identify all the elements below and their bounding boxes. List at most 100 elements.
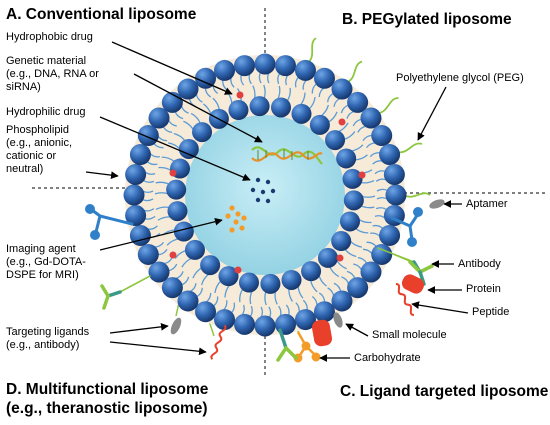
phospholipid-head — [309, 114, 330, 135]
label-aptamer: Aptamer — [466, 198, 508, 210]
label-imaging-agent-line2: (e.g., Gd-DOTA- — [6, 256, 86, 268]
label-targeting-ligands: Targeting ligands — [6, 326, 90, 338]
label-small-molecule: Small molecule — [372, 329, 447, 341]
aptamer-icon — [85, 204, 134, 240]
peg-chain — [307, 37, 317, 64]
phospholipid-head — [173, 221, 194, 242]
phospholipid-head — [385, 184, 407, 206]
peg-chain — [346, 60, 363, 84]
phospholipid-head — [271, 97, 292, 118]
hydrophobic-drug-dot — [338, 118, 346, 126]
hydrophilic-drug-dot — [260, 189, 266, 195]
phospholipid-head — [336, 148, 357, 169]
phospholipid-head — [148, 107, 170, 129]
phospholipid-head — [184, 239, 205, 260]
phospholipid-head — [195, 67, 217, 89]
label-targeting-ligands-line2: (e.g., antibody) — [6, 339, 80, 351]
phospholipid-head — [383, 164, 405, 186]
peptide-icon — [395, 282, 415, 317]
hydrophilic-drug-dot — [255, 177, 261, 183]
title-multifunctional-liposome: D. Multifunctional liposome — [6, 381, 209, 398]
label-phospholipid-line2: (e.g., anionic, — [6, 137, 73, 149]
phospholipid-head — [331, 231, 352, 252]
phospholipid-head — [166, 179, 187, 200]
label-imaging-agent-line3: DSPE for MRI) — [6, 269, 79, 281]
phospholipid-head — [137, 243, 159, 265]
hydrophilic-drug-dot — [270, 188, 276, 194]
phospholipid-head — [331, 78, 353, 100]
phospholipid-head — [148, 261, 170, 283]
hydrophobic-drug-dot — [336, 254, 344, 262]
phospholipid-head — [177, 290, 199, 312]
phospholipid-head — [347, 91, 369, 113]
small-molecule-icon — [170, 317, 182, 335]
hydrophobic-drug-dot — [234, 266, 242, 274]
phospholipid-head — [371, 125, 393, 147]
phospholipid-head — [331, 290, 353, 312]
hydrophobic-drug-dot — [358, 171, 366, 179]
hydrophobic-drugs — [169, 91, 366, 274]
phospholipid-head — [254, 315, 276, 337]
phospholipid-head — [254, 53, 276, 75]
phospholipid-head — [339, 211, 360, 232]
label-genetic-material-line2: (e.g., DNA, RNA or — [6, 68, 99, 80]
phospholipid-head — [218, 266, 239, 287]
phospholipid-head — [274, 313, 296, 335]
phospholipid-head — [342, 168, 363, 189]
phospholipid-head — [228, 100, 249, 121]
label-phospholipid-line4: neutral) — [6, 163, 44, 175]
phospholipid-head — [325, 130, 346, 151]
antibody-icon — [276, 328, 298, 362]
outer-phospholipid-heads — [123, 53, 407, 337]
hydrophobic-drug-dot — [236, 91, 244, 99]
label-carbohydrate: Carbohydrate — [354, 352, 421, 364]
imaging-agent-particles — [225, 205, 247, 233]
phospholipid-head — [260, 273, 281, 294]
phospholipid-head — [360, 261, 382, 283]
phospholipid-head — [234, 55, 256, 77]
label-protein: Protein — [466, 283, 501, 295]
phospholipid-head — [178, 138, 199, 159]
phospholipid-head — [137, 125, 159, 147]
hydrophilic-drug-dot — [265, 198, 271, 204]
protein-icon — [311, 319, 333, 347]
phospholipid-head — [192, 122, 213, 143]
phospholipid-head — [343, 190, 364, 211]
phospholipid-head — [125, 204, 147, 226]
label-peptide: Peptide — [472, 306, 510, 318]
phospholipid-head — [234, 313, 256, 335]
protein-icon — [401, 274, 425, 294]
label-hydrophobic-drug: Hydrophobic drug — [6, 31, 93, 43]
phospholipid-head — [161, 277, 183, 299]
phospholipid-head — [347, 277, 369, 299]
phospholipid-head — [125, 164, 147, 186]
phospholipid-head — [177, 78, 199, 100]
title-multifunctional-example: (e.g., theranostic liposome) — [6, 400, 208, 417]
phospholipid-head — [195, 301, 217, 323]
phospholipid-head — [379, 224, 401, 246]
small-molecule-icon — [333, 312, 343, 328]
hydrophilic-drug-dot — [250, 187, 256, 193]
peptide-icon — [210, 324, 227, 360]
annotation-arrows — [85, 41, 469, 362]
peg-chain — [403, 192, 431, 198]
phospholipid-head — [294, 309, 316, 331]
label-phospholipid: Phospholipid — [6, 124, 69, 136]
hydrophilic-drugs — [250, 177, 276, 204]
phospholipid-head — [291, 103, 312, 124]
phospholipid-head — [281, 269, 302, 290]
phospholipid-head — [249, 96, 270, 117]
hydrophobic-drug-dot — [169, 169, 177, 177]
hydrophilic-drug-dot — [255, 197, 261, 203]
label-genetic-material-line3: siRNA) — [6, 81, 41, 93]
phospholipid-head — [123, 184, 145, 206]
phospholipid-head — [294, 59, 316, 81]
phospholipid-head — [200, 255, 221, 276]
aptamer-icon — [390, 207, 423, 247]
hydrophilic-drug-dot — [265, 179, 271, 185]
title-pegylated-liposome: B. PEGylated liposome — [342, 11, 512, 28]
label-antibody: Antibody — [458, 258, 501, 270]
aqueous-core — [185, 115, 345, 275]
phospholipid-head — [167, 201, 188, 222]
phospholipid-head — [274, 55, 296, 77]
